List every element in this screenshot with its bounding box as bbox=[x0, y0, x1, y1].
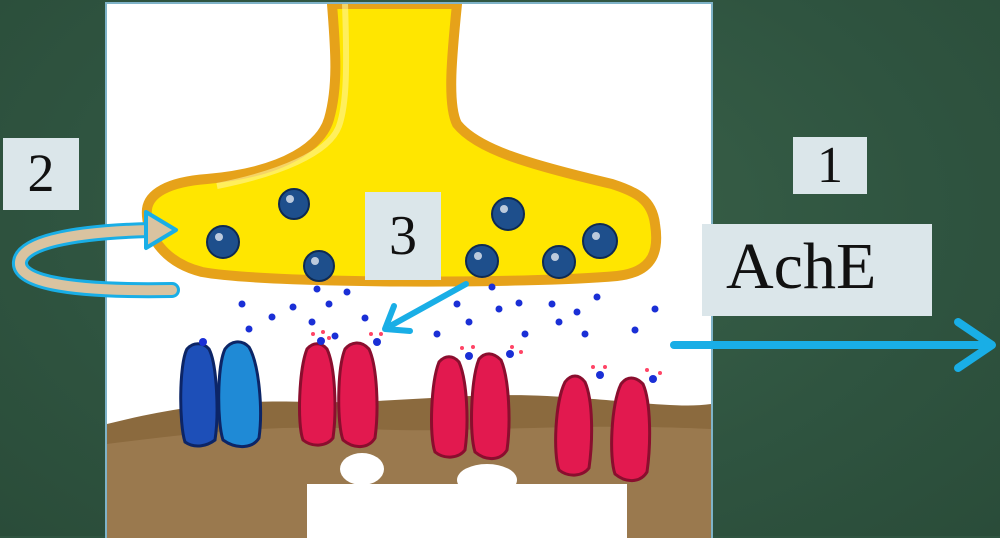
step-label-1: 1 bbox=[793, 137, 867, 194]
step-label-3: 3 bbox=[365, 192, 441, 280]
receptor-unbound bbox=[181, 338, 261, 447]
acetylcholine-molecules bbox=[239, 284, 659, 340]
ache-label: AchE bbox=[702, 224, 932, 316]
step-label-2: 2 bbox=[3, 138, 79, 210]
